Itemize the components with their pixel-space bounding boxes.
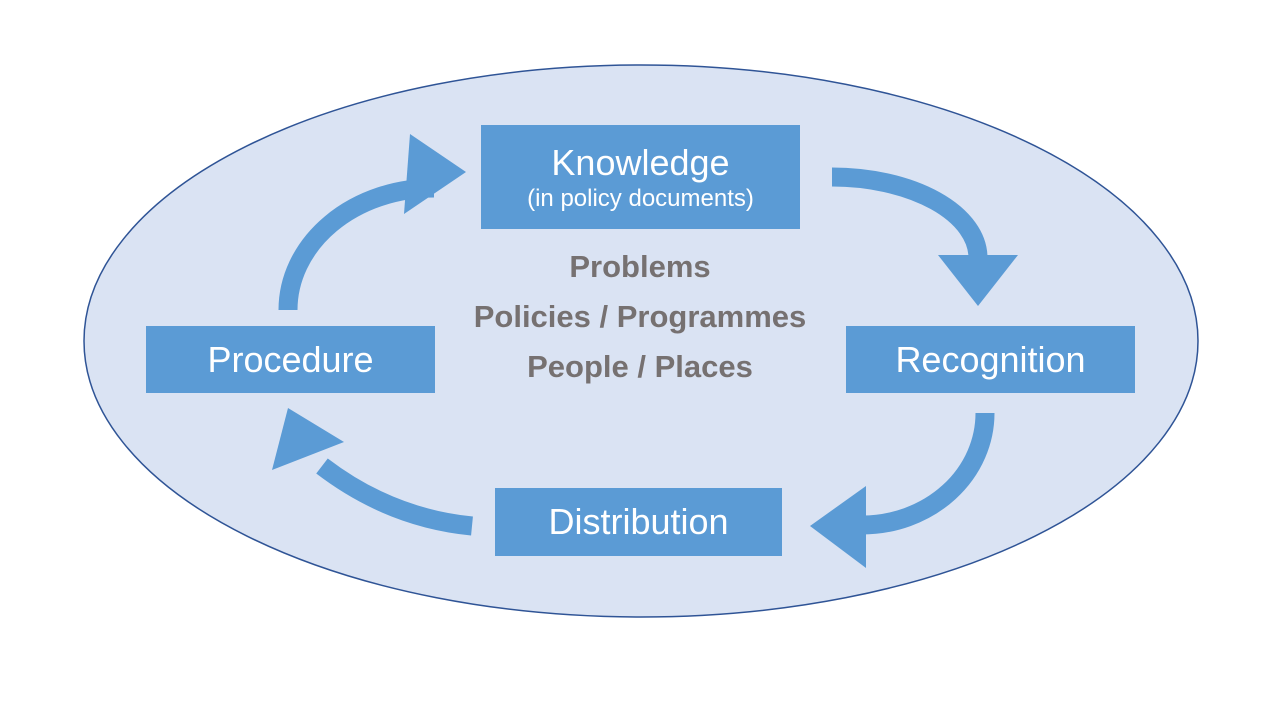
arrow-procedure-to-knowledge: [278, 134, 466, 311]
arrowhead-left-icon: [810, 486, 866, 568]
center-text-line-policies-programmes: Policies / Programmes: [473, 299, 807, 334]
node-procedure-label: Procedure: [207, 338, 374, 380]
arrowhead-down-icon: [938, 255, 1018, 306]
arrow-arc: [278, 178, 435, 311]
arrowhead-right-icon: [404, 134, 466, 214]
node-knowledge-title: Knowledge: [551, 141, 730, 183]
arrowhead-up-left-icon: [272, 408, 344, 470]
center-text-block: Problems Policies / Programmes People / …: [390, 242, 890, 392]
arrow-distribution-to-procedure: [272, 408, 473, 536]
node-recognition-label: Recognition: [895, 338, 1086, 380]
node-recognition: Recognition: [846, 326, 1135, 393]
node-procedure: Procedure: [146, 326, 435, 393]
center-text-line-people-places: People / Places: [527, 349, 753, 384]
arrow-recognition-to-distribution: [810, 412, 995, 568]
arrow-arc: [831, 167, 988, 259]
arrow-arc: [861, 412, 995, 535]
arrow-arc: [316, 458, 473, 536]
arrow-knowledge-to-recognition: [831, 167, 1018, 306]
node-knowledge-subtitle: (in policy documents): [527, 184, 754, 212]
center-text-line-problems: Problems: [569, 249, 711, 284]
node-distribution-label: Distribution: [548, 501, 729, 543]
node-knowledge: Knowledge (in policy documents): [481, 125, 800, 229]
node-distribution: Distribution: [495, 488, 782, 556]
